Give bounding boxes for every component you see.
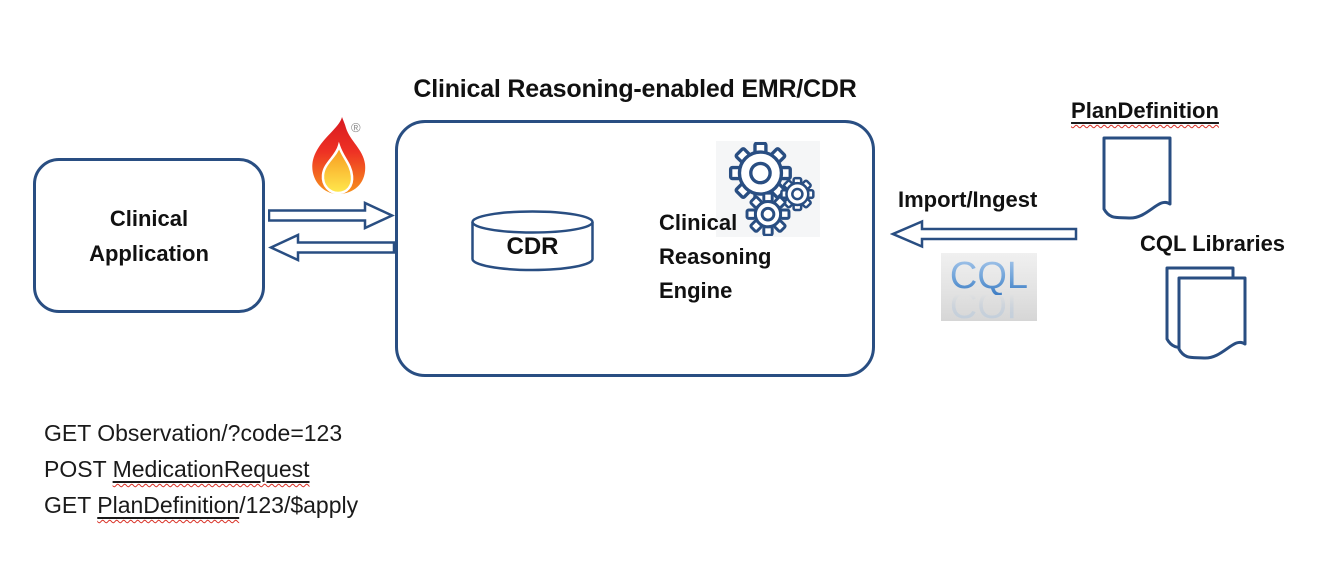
- api-call-line: GET PlanDefinition/123/$apply: [44, 492, 359, 518]
- cql-logo-text: CQL: [949, 255, 1029, 297]
- clinical-application-label: Clinical Application: [89, 205, 209, 266]
- emr-title: Clinical Reasoning-enabled EMR/CDR: [413, 75, 857, 103]
- arrow-left-icon: [268, 233, 395, 262]
- cql-libraries-documents-icon: [1161, 263, 1251, 363]
- fhir-flame-icon: [306, 116, 372, 198]
- gears-icon: [716, 141, 820, 237]
- import-arrow-icon: [890, 219, 1078, 249]
- clinical-application-box: Clinical Application: [33, 158, 265, 313]
- reasoning-engine-label: Clinical Reasoning Engine: [659, 210, 772, 303]
- api-call-line: GET Observation/?code=123: [44, 420, 343, 446]
- cdr-label: CDR: [506, 233, 559, 260]
- cql-logo: CQL CQL: [941, 253, 1037, 321]
- plandefinition-document-icon: [1102, 136, 1172, 222]
- import-ingest-label: Import/Ingest: [898, 187, 1038, 212]
- api-call-line: POST MedicationRequest: [44, 456, 310, 482]
- cql-logo-reflection: CQL: [949, 283, 1029, 321]
- registered-trademark: ®: [351, 120, 361, 135]
- plandefinition-heading: PlanDefinition: [1071, 98, 1219, 123]
- api-calls-block: GET Observation/?code=123 POST Medicatio…: [44, 415, 358, 523]
- cql-libraries-heading: CQL Libraries: [1139, 231, 1286, 256]
- emr-box: CDR: [395, 120, 875, 377]
- arrow-right-icon: [268, 201, 395, 230]
- cdr-cylinder-icon: CDR: [470, 209, 595, 273]
